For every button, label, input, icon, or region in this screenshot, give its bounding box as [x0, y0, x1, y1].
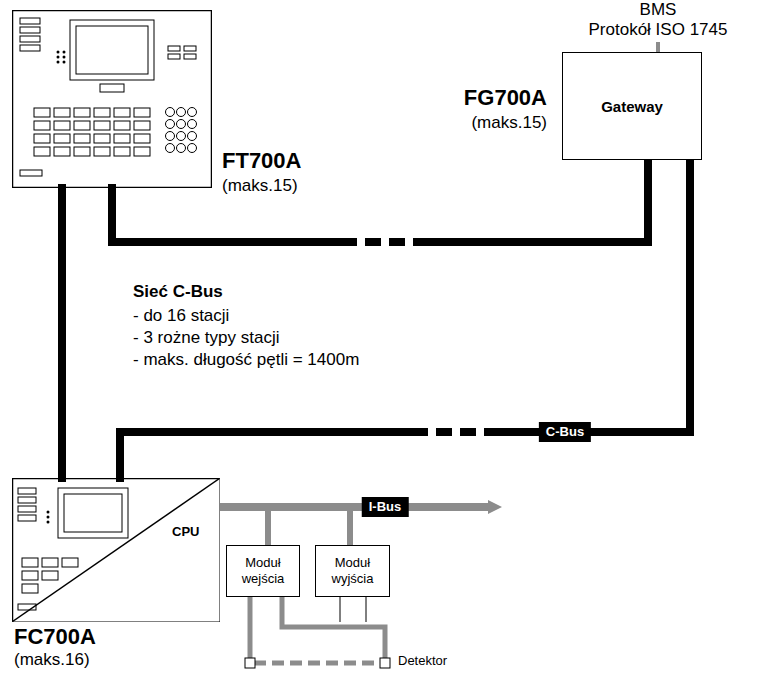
box-title: Gateway — [601, 98, 663, 115]
gateway-box: GatewayFG700A(maks.15) — [562, 52, 702, 160]
detector-wire — [248, 597, 253, 659]
bus-connector — [112, 160, 648, 242]
bus-connector — [120, 160, 690, 478]
detector-wire — [282, 597, 385, 659]
line-gap — [357, 236, 365, 249]
detector-symbol — [245, 658, 255, 668]
module-box: Moduł wyjścia — [315, 545, 390, 597]
panel-illustration — [12, 10, 212, 188]
station-name: FG700A — [464, 85, 547, 111]
protocol-label: Protokół ISO 1745 — [558, 20, 758, 40]
line-gap — [476, 426, 484, 439]
bus-connector — [220, 507, 350, 545]
line-gap — [428, 426, 436, 439]
module-box: Moduł wejścia — [226, 545, 300, 597]
bms-label: BMS — [558, 0, 758, 20]
keyboard-panel: FT700A(maks.15) — [12, 10, 212, 188]
panel-illustration — [12, 478, 220, 622]
line-gap — [381, 236, 389, 249]
network-title: Sieć C-Bus — [133, 282, 223, 302]
bus-line — [220, 507, 268, 545]
station-count: (maks.15) — [471, 113, 547, 133]
bms-link — [656, 42, 660, 52]
detector-symbol — [380, 658, 390, 668]
bus-line — [120, 160, 690, 478]
control-panel: CPUFC700A(maks.16) — [12, 478, 220, 622]
station-name: FC700A — [14, 624, 96, 650]
bus-line — [220, 507, 350, 545]
bus-label: I-Bus — [362, 497, 409, 517]
module-name: Moduł wyjścia — [319, 555, 386, 587]
module-name: Moduł wejścia — [230, 555, 296, 587]
bus-label: C-Bus — [539, 422, 591, 442]
bus-line — [58, 188, 66, 478]
detector-loop — [254, 661, 381, 666]
line-gap — [452, 426, 460, 439]
network-note: - do 16 stacji — [133, 306, 229, 326]
cpu-label: CPU — [172, 524, 199, 539]
station-name: FT700A — [222, 148, 301, 174]
output-wire — [366, 597, 367, 622]
bus-connector — [220, 507, 268, 545]
bus-line — [112, 160, 648, 242]
station-count: (maks.15) — [222, 176, 298, 196]
bus-connector — [62, 188, 63, 478]
output-wire — [340, 597, 341, 622]
station-count: (maks.16) — [14, 650, 90, 670]
network-note: - maks. długość pętli = 1400m — [133, 350, 359, 370]
network-note: - 3 rożne typy stacji — [133, 328, 279, 348]
detector-label: Detektor — [398, 653, 447, 668]
i-bus-arrow — [488, 500, 502, 514]
line-gap — [405, 236, 413, 249]
